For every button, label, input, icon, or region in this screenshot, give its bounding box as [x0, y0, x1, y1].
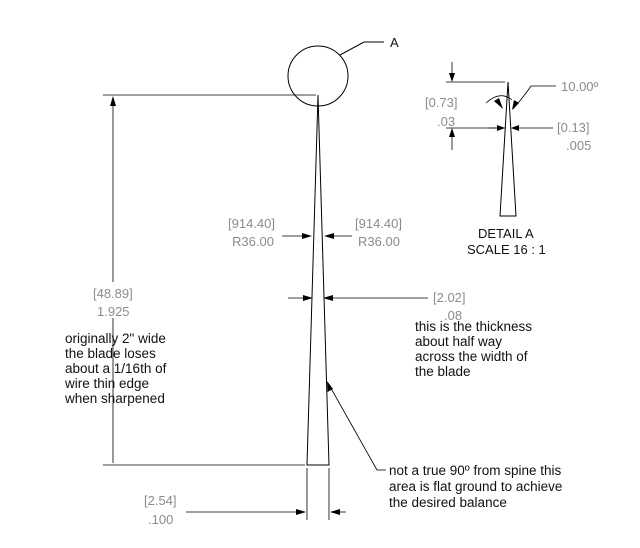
overall-length-dimension: [48.89] 1.925: [93, 94, 316, 466]
detail-circle: [287, 45, 349, 107]
detail-edge-arrowhead-left: [497, 125, 505, 131]
note-left-line: originally 2" wide: [65, 331, 166, 346]
overall-length-metric: [48.89]: [93, 286, 133, 301]
mid-thickness-arrowhead-left: [303, 295, 313, 301]
radius-right-dimension: [914.40] R36.00: [324, 216, 402, 249]
radius-left-arrowhead: [302, 233, 312, 239]
note-left-line: the blade loses: [65, 346, 156, 361]
radius-left-dimension: [914.40] R36.00: [228, 216, 312, 249]
detail-a-callout: A: [287, 35, 399, 107]
mid-thickness-metric: [2.02]: [433, 290, 466, 305]
radius-left-imperial: R36.00: [232, 234, 274, 249]
detail-edge-imperial: .005: [566, 138, 591, 153]
note-left-line: wire thin edge: [64, 376, 149, 391]
radius-right-metric: [914.40]: [355, 216, 402, 231]
detail-tip-arrowhead-bottom: [449, 128, 455, 137]
spine-width-imperial: .100: [148, 512, 173, 527]
detail-angle-arrowhead-right: [512, 100, 519, 110]
note-right-line: this is the thickness: [415, 319, 532, 334]
note-bottom-leader: [327, 382, 378, 471]
overall-length-imperial: 1.925: [97, 304, 130, 319]
note-bottom-line: area is flat ground to achieve: [389, 479, 562, 494]
radius-right-arrowhead: [324, 233, 334, 239]
detail-angle-arrowhead-left: [494, 98, 503, 109]
detail-leader: [339, 41, 384, 56]
detail-tip-imperial: .03: [437, 114, 455, 129]
arrowhead-top: [110, 96, 116, 106]
note-right: this is the thickness about half way acr…: [415, 319, 532, 379]
radius-right-imperial: R36.00: [358, 234, 400, 249]
mid-thickness-arrowhead-right: [323, 295, 333, 301]
note-right-line: across the width of: [415, 349, 528, 364]
note-bottom-line: not a true 90º from spine this: [389, 463, 562, 478]
note-right-line: the blade: [415, 364, 471, 379]
spine-width-dimension: [2.54] .100: [144, 468, 346, 527]
blade-profile: [306, 94, 330, 466]
detail-title: DETAIL A: [478, 226, 534, 241]
note-left-line: about a 1/16th of: [65, 361, 167, 376]
note-left-line: when sharpened: [64, 391, 165, 406]
detail-angle-value: 10.00º: [561, 79, 599, 94]
mid-thickness-dimension: [2.02] .08: [288, 290, 466, 323]
spine-arrowhead-left: [296, 509, 306, 515]
detail-scale: SCALE 16 : 1: [467, 242, 546, 257]
detail-blade-outline: [499, 81, 517, 217]
detail-tip-metric: [0.73]: [425, 95, 458, 110]
note-left: originally 2" wide the blade loses about…: [64, 331, 167, 406]
detail-angle-arc: [485, 95, 513, 104]
detail-callout-label: A: [390, 35, 399, 50]
detail-edge-arrowhead-right: [511, 125, 519, 131]
radius-left-metric: [914.40]: [228, 216, 275, 231]
spine-width-metric: [2.54]: [144, 493, 177, 508]
note-bottom-line: the desired balance: [389, 495, 507, 510]
detail-angle-leader: [512, 85, 556, 110]
detail-a-view: [0.73] .03 10.00º [0.13] .005 DETAIL A S…: [425, 62, 599, 257]
spine-arrowhead-right: [330, 509, 340, 515]
note-bottom-arrowhead: [327, 381, 333, 392]
mid-thickness-imperial: .08: [444, 308, 462, 323]
detail-tip-arrowhead-top: [449, 73, 455, 82]
note-right-line: about half way: [415, 334, 502, 349]
blade-outline: [306, 94, 330, 466]
detail-edge-metric: [0.13]: [557, 120, 590, 135]
note-bottom: not a true 90º from spine this area is f…: [327, 381, 562, 510]
